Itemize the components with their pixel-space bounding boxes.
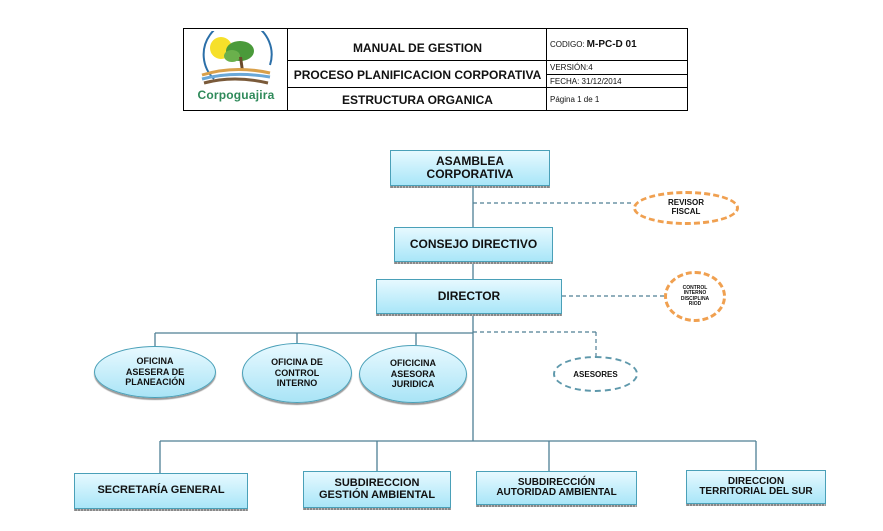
label-line: INTERNO: [276, 378, 318, 389]
box-label: DIRECCION TERRITORIAL DEL SUR: [699, 475, 813, 498]
label-line: DIRECCION: [727, 475, 785, 487]
oficina-juridica-oval[interactable]: OFICICINA ASESORA JURIDICA: [359, 345, 467, 403]
version-field: VERSIÓN:4: [550, 63, 593, 72]
process-title: PROCESO PLANIFICACION CORPORATIVA: [293, 67, 542, 82]
box-label: SUBDIRECCION GESTIÓN AMBIENTAL: [318, 476, 436, 501]
secretaria-general-box[interactable]: SECRETARÍA GENERAL: [74, 473, 248, 511]
oficina-planeacion-oval[interactable]: OFICINA ASESERA DE PLANEACIÓN: [94, 346, 216, 398]
document-header-table: Corpoguajira MANUAL DE GESTION PROCESO P…: [183, 28, 688, 111]
label-line: CONTROL: [682, 284, 708, 291]
corpoguajira-logo-icon: [201, 31, 273, 85]
codigo-label: CODIGO:: [550, 40, 585, 49]
label-line: AUTORIDAD AMBIENTAL: [496, 487, 617, 498]
box-label: CONSEJO DIRECTIVO: [409, 237, 538, 252]
label-line: ASESORA: [390, 368, 436, 379]
manual-title: MANUAL DE GESTION: [352, 40, 483, 55]
label-line: GESTIÓN AMBIENTAL: [318, 488, 436, 501]
director-box[interactable]: DIRECTOR: [376, 279, 562, 316]
direccion-territorial-sur-box[interactable]: DIRECCION TERRITORIAL DEL SUR: [686, 470, 826, 506]
box-label: ASAMBLEA CORPORATIVA: [427, 155, 514, 180]
label-line: FISCAL: [671, 207, 701, 216]
oficina-control-interno-oval[interactable]: OFICINA DE CONTROL INTERNO: [242, 343, 352, 403]
codigo-value: M-PC-D 01: [586, 39, 637, 50]
consejo-directivo-box[interactable]: CONSEJO DIRECTIVO: [394, 227, 553, 264]
logo-cell: Corpoguajira: [184, 29, 288, 110]
label-line: ASESERA DE: [125, 366, 185, 377]
label-line: DISCIPLINA: [680, 295, 710, 302]
revisor-fiscal-oval[interactable]: REVISOR FISCAL: [633, 191, 739, 225]
row-divider: [547, 74, 688, 75]
oval-label: OFICICINA ASESORA JURIDICA: [390, 358, 436, 389]
row-divider: [288, 60, 688, 61]
label-line: CONTROL: [274, 367, 320, 378]
box-label: SUBDIRECCIÓN AUTORIDAD AMBIENTAL: [496, 476, 617, 499]
oval-label: REVISOR FISCAL: [667, 198, 704, 217]
label-line: SUBDIRECCIÓN: [517, 476, 596, 488]
codigo-field: CODIGO: M-PC-D 01: [547, 29, 688, 60]
row-divider: [288, 87, 688, 88]
oval-label: OFICINA ASESERA DE PLANEACIÓN: [125, 356, 185, 387]
subdireccion-autoridad-ambiental-box[interactable]: SUBDIRECCIÓN AUTORIDAD AMBIENTAL: [476, 471, 637, 507]
label-line: PLANEACIÓN: [125, 377, 185, 388]
label-line: INTERNO: [683, 290, 707, 296]
label-line: TERRITORIAL DEL SUR: [699, 486, 813, 497]
label-line: SUBDIRECCION: [334, 476, 420, 489]
oval-label: OFICINA DE CONTROL INTERNO: [271, 357, 323, 388]
label-line: REVISOR: [667, 198, 704, 208]
box-label: SECRETARÍA GENERAL: [97, 484, 225, 497]
label-line: OFICINA: [136, 356, 174, 367]
label-line: OFICINA DE: [271, 357, 323, 368]
oval-label: CONTROL INTERNO DISCIPLINA RIOD: [680, 284, 710, 308]
label-line: JURIDICA: [391, 379, 435, 390]
label-line: ASAMBLEA: [435, 154, 504, 169]
document-title: ESTRUCTURA ORGANICA: [342, 92, 493, 107]
label-line: CORPORATIVA: [426, 167, 514, 181]
logo-text: Corpoguajira: [197, 88, 275, 102]
subdireccion-gestion-ambiental-box[interactable]: SUBDIRECCION GESTIÓN AMBIENTAL: [303, 471, 451, 510]
asesores-oval[interactable]: ASESORES: [553, 356, 638, 392]
pagina-field: Página 1 de 1: [550, 95, 600, 104]
asamblea-corporativa-box[interactable]: ASAMBLEA CORPORATIVA: [390, 150, 550, 188]
label-line: OFICICINA: [390, 358, 436, 369]
title-column: [288, 29, 547, 110]
fecha-field: FECHA: 31/12/2014: [550, 76, 622, 86]
control-interno-disciplinario-oval[interactable]: CONTROL INTERNO DISCIPLINA RIOD: [664, 271, 726, 322]
label-line: RIOD: [688, 301, 702, 307]
box-label: DIRECTOR: [437, 289, 501, 304]
oval-label: ASESORES: [573, 369, 618, 379]
